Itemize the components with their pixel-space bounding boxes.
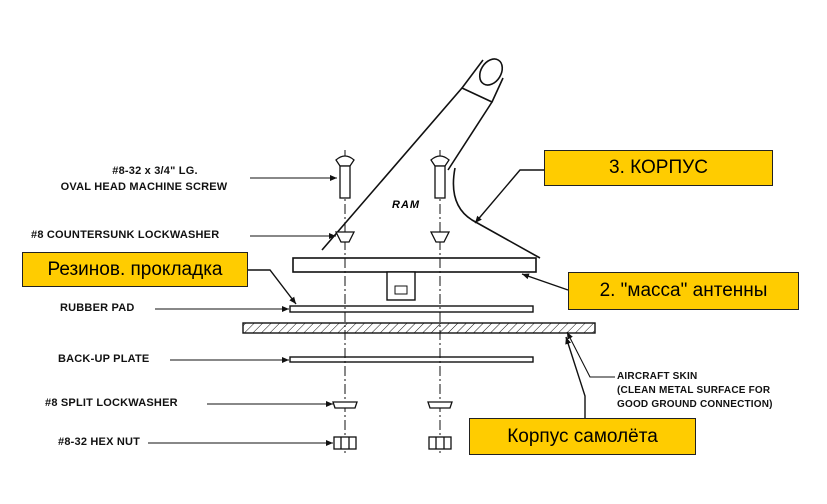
hex-nut-label: #8-32 HEX NUT	[58, 436, 141, 448]
screw-centerlines	[344, 150, 441, 455]
split-lockwasher-label: #8 SPLIT LOCKWASHER	[45, 397, 178, 409]
connector-inner	[394, 285, 408, 295]
antenna-base-flange	[292, 257, 537, 273]
aircraft-skin-label-line1: AIRCRAFT SKIN	[617, 371, 698, 382]
housing-callout: 3. КОРПУС	[544, 150, 773, 186]
screw-right	[430, 155, 450, 199]
backup-plate	[289, 356, 534, 363]
screw-label-line1: #8-32 x 3/4" LG.	[112, 165, 198, 177]
rubber-pad-label: RUBBER PAD	[60, 302, 135, 314]
antenna-ground-callout: 2. "масса" антенны	[568, 272, 799, 310]
rubber-gasket-callout: Резинов. прокладка	[22, 252, 248, 287]
rubber-pad	[289, 305, 534, 313]
aircraft-skin	[242, 322, 596, 334]
aircraft-body-callout: Корпус самолёта	[469, 418, 696, 455]
split-lockwashers	[332, 401, 453, 409]
screw-label-line2: OVAL HEAD MACHINE SCREW	[60, 181, 228, 193]
countersunk-lockwashers	[334, 231, 451, 243]
aircraft-skin-label-line2: (CLEAN METAL SURFACE FOR	[617, 385, 771, 396]
antenna-housing	[321, 58, 541, 259]
countersunk-lockwasher-label: #8 COUNTERSUNK LOCKWASHER	[31, 229, 220, 241]
hex-nuts	[333, 436, 452, 450]
callout-leader-lines	[248, 169, 586, 418]
screw-left	[335, 155, 355, 199]
backup-plate-label: BACK-UP PLATE	[58, 353, 150, 365]
left-leader-lines	[148, 175, 337, 446]
aircraft-skin-leader	[566, 331, 615, 378]
brand-mark: RAM	[392, 199, 421, 211]
aircraft-skin-label-line3: GOOD GROUND CONNECTION)	[617, 399, 773, 410]
